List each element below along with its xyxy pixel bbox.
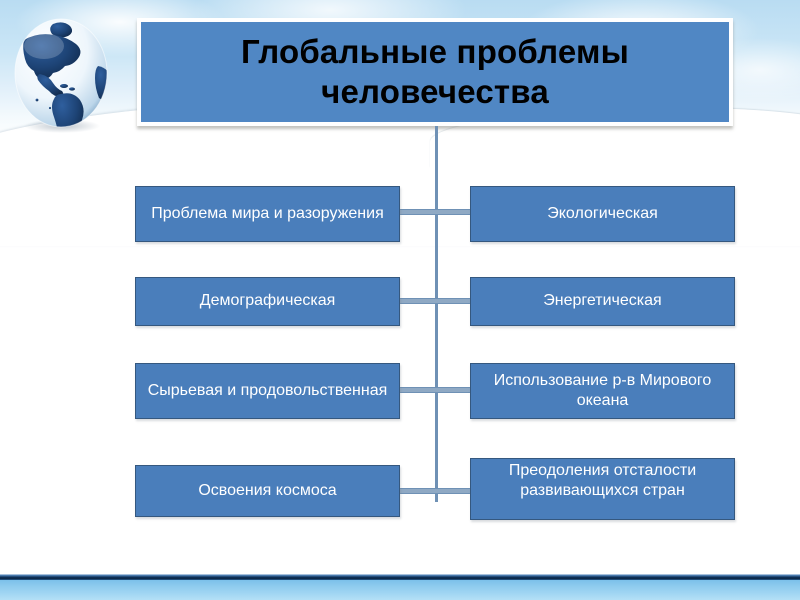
node-label: Демографическая bbox=[199, 292, 336, 310]
connector-row-3-right bbox=[435, 387, 472, 393]
footer-bar-dark-stripe bbox=[0, 574, 800, 580]
node-label: Преодоления отсталости развивающихся стр… bbox=[508, 462, 697, 500]
globe-icon bbox=[6, 16, 118, 134]
node-label: Проблема мира и разоружения bbox=[151, 204, 384, 222]
node-ocean-resources[interactable]: Использование р-в Мирового океана bbox=[470, 363, 735, 419]
node-raw-materials-food[interactable]: Сырьевая и продовольственная bbox=[135, 363, 400, 419]
connector-vertical-spine bbox=[435, 126, 438, 502]
node-ecological[interactable]: Экологическая bbox=[470, 186, 735, 242]
node-space-exploration[interactable]: Освоения космоса bbox=[135, 465, 400, 517]
slide-title: Глобальные проблемы человечества bbox=[231, 32, 639, 113]
node-underdevelopment[interactable]: Преодоления отсталости развивающихся стр… bbox=[470, 458, 735, 520]
slide-title-line-2: человечества bbox=[321, 73, 549, 110]
node-demographic[interactable]: Демографическая bbox=[135, 277, 400, 326]
footer-decoration-bar bbox=[0, 574, 800, 600]
node-energy[interactable]: Энергетическая bbox=[470, 277, 735, 326]
connector-row-1-left bbox=[399, 209, 437, 215]
connector-row-2-right bbox=[435, 298, 472, 304]
connector-row-3-left bbox=[399, 387, 437, 393]
slide-title-box: Глобальные проблемы человечества bbox=[137, 18, 733, 126]
node-label: Энергетическая bbox=[543, 292, 662, 310]
slide-title-line-1: Глобальные проблемы bbox=[240, 32, 630, 70]
node-label: Освоения космоса bbox=[198, 481, 337, 499]
node-label: Экологическая bbox=[547, 204, 658, 222]
footer-bar-light-stripe bbox=[0, 580, 800, 600]
connector-row-4-right bbox=[435, 488, 472, 494]
connector-row-1-right bbox=[435, 209, 472, 215]
connector-row-4-left bbox=[399, 488, 437, 494]
node-label: Использование р-в Мирового океана bbox=[493, 371, 712, 409]
connector-row-2-left bbox=[399, 298, 437, 304]
node-label: Сырьевая и продовольственная bbox=[147, 381, 388, 399]
node-peace-disarmament[interactable]: Проблема мира и разоружения bbox=[135, 186, 400, 242]
